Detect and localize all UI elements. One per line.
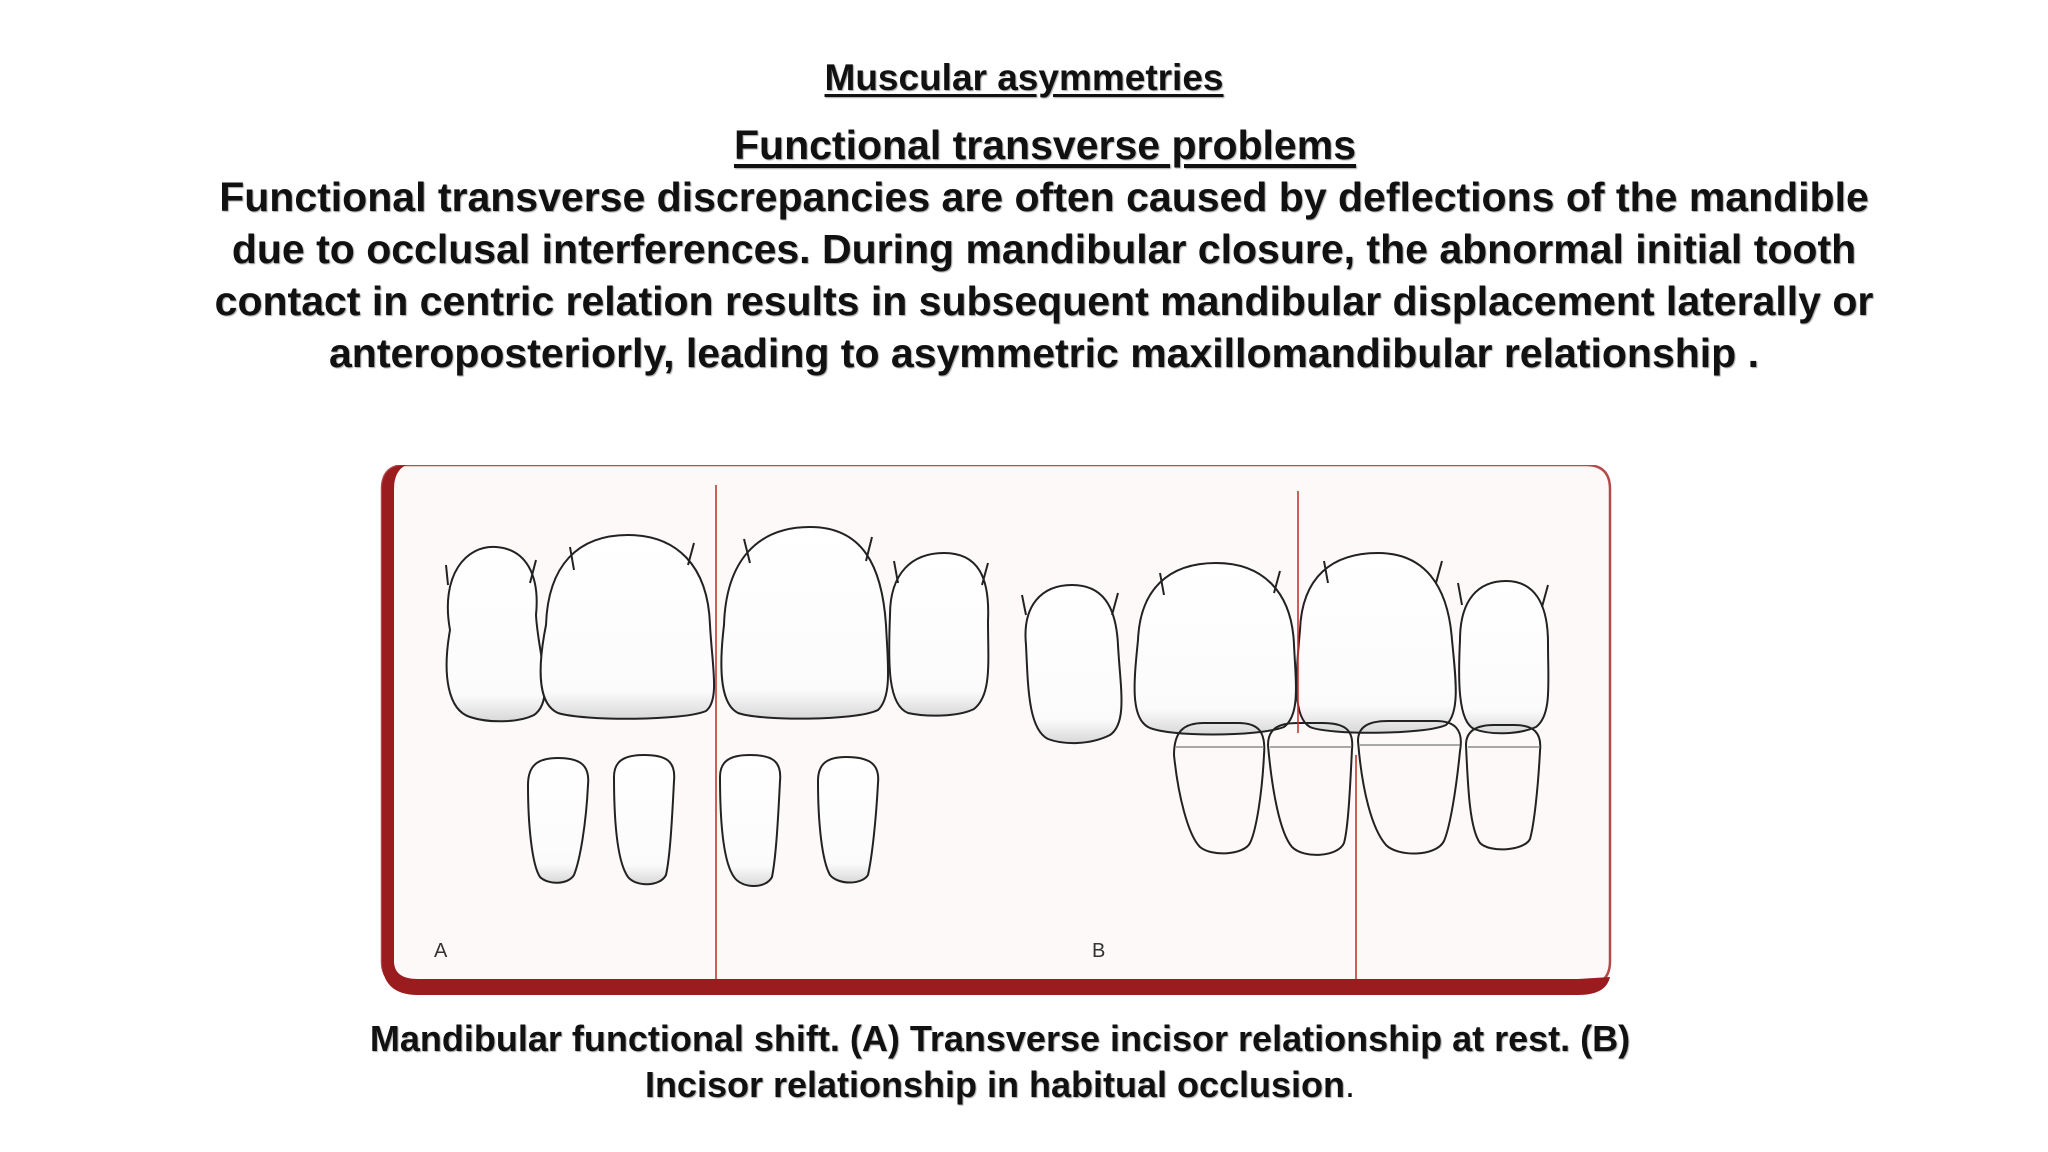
upper-central-incisor-right: [720, 525, 890, 720]
upper-lateral-incisor-right: [888, 551, 990, 717]
upper-central-incisor-b-right: [1295, 551, 1457, 734]
caption-period: .: [1345, 1064, 1356, 1105]
lower-incisor-b-1: [1172, 722, 1266, 855]
figure-caption: Mandibular functional shift. (A) Transve…: [330, 1016, 1670, 1108]
panel-a-label: A: [434, 940, 448, 962]
panel-a: [445, 525, 990, 887]
mandibular-shift-figure: A B: [380, 465, 1612, 995]
upper-lateral-incisor-b-left: [1024, 583, 1123, 745]
upper-central-incisor-left: [539, 533, 716, 720]
upper-lateral-incisor-left: [445, 545, 546, 723]
body-paragraph: Functional transverse discrepancies are …: [214, 174, 1874, 376]
lower-incisor-3: [718, 753, 782, 887]
lower-incisor-1: [526, 756, 590, 884]
slide-subtitle: Functional transverse problems: [733, 122, 1356, 168]
lower-incisor-4: [816, 755, 880, 884]
panel-b: [1021, 551, 1550, 856]
lower-incisor-b-3: [1356, 720, 1462, 855]
upper-lateral-incisor-b-right: [1458, 579, 1550, 735]
lower-incisor-2: [612, 753, 676, 886]
panel-b-label: B: [1092, 940, 1105, 962]
upper-central-incisor-b-left: [1133, 561, 1297, 736]
lower-incisor-b-4: [1464, 724, 1542, 851]
figure-caption-text: Mandibular functional shift. (A) Transve…: [369, 1018, 1631, 1105]
slide-title: Muscular asymmetries: [824, 57, 1224, 98]
